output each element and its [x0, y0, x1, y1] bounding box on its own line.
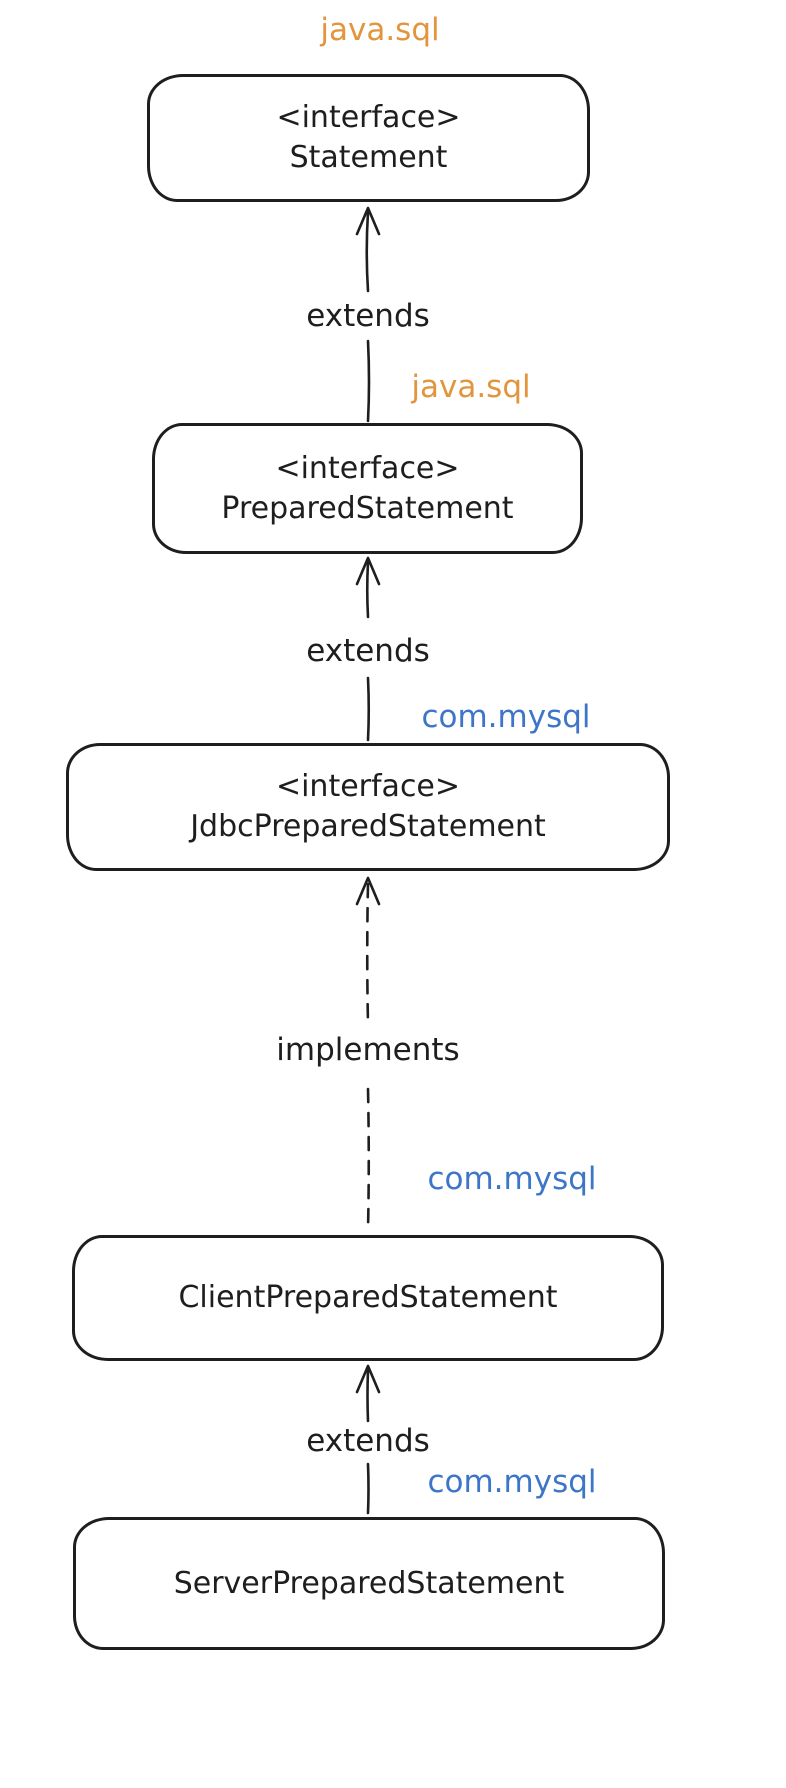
- node-stereotype: <interface>: [275, 450, 460, 486]
- package-label-com-mysql-2: com.mysql: [427, 1161, 597, 1197]
- edge-4-line-lower: [366, 1462, 370, 1515]
- edge-1-arrowhead: [355, 206, 381, 236]
- node-name: ServerPreparedStatement: [173, 1565, 565, 1601]
- edge-1-line-upper: [365, 210, 370, 293]
- edge-2-arrowhead: [355, 556, 381, 586]
- node-name: Statement: [289, 140, 448, 175]
- node-server-prepared-statement: ServerPreparedStatement: [73, 1517, 665, 1650]
- edge-label-extends-2: extends: [306, 633, 430, 669]
- node-stereotype: <interface>: [276, 100, 461, 135]
- package-label-java-sql-2: java.sql: [411, 369, 531, 405]
- package-label-com-mysql-1: com.mysql: [421, 699, 591, 735]
- edge-3-arrowhead: [355, 876, 381, 906]
- node-jdbc-prepared-statement: <interface> JdbcPreparedStatement: [66, 743, 670, 871]
- node-stereotype: <interface>: [275, 769, 461, 804]
- edge-label-extends-1: extends: [306, 298, 430, 334]
- node-name: ClientPreparedStatement: [178, 1280, 558, 1315]
- edge-4-arrowhead: [355, 1364, 381, 1394]
- edge-3-line-upper: [365, 882, 370, 1025]
- package-label-java-sql-1: java.sql: [320, 12, 440, 48]
- edge-label-implements: implements: [276, 1032, 460, 1068]
- node-prepared-statement: <interface> PreparedStatement: [152, 423, 583, 554]
- edge-1-line-lower: [366, 339, 371, 423]
- node-name: PreparedStatement: [221, 490, 514, 526]
- edge-2-line-lower: [366, 676, 371, 742]
- edge-2-line-upper: [365, 560, 370, 619]
- edge-3-line-lower: [366, 1087, 371, 1232]
- node-statement: <interface> Statement: [147, 74, 590, 202]
- edge-4-line-upper: [366, 1368, 370, 1423]
- edge-label-extends-3: extends: [306, 1423, 430, 1459]
- package-label-com-mysql-3: com.mysql: [427, 1464, 597, 1500]
- node-name: JdbcPreparedStatement: [190, 809, 546, 844]
- node-client-prepared-statement: ClientPreparedStatement: [72, 1235, 664, 1361]
